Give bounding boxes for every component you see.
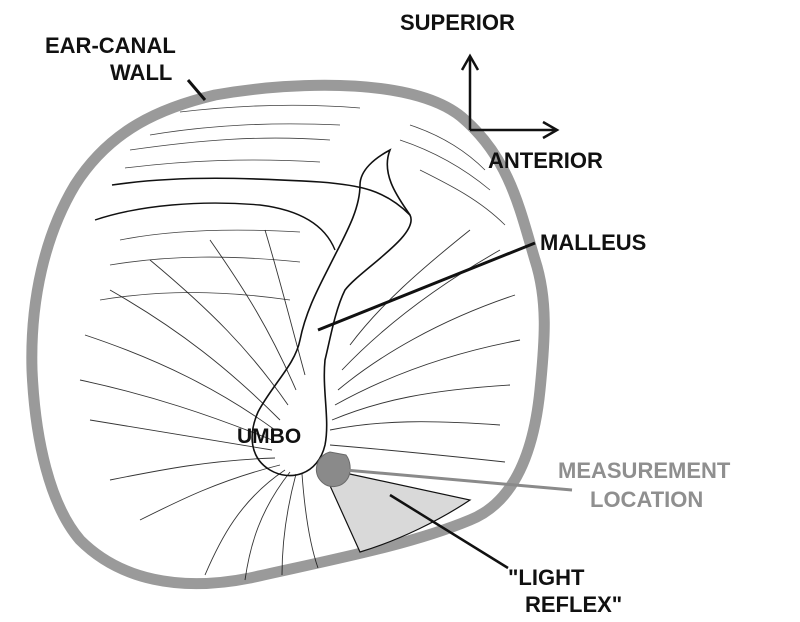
umbo-label: UMBO xyxy=(237,425,301,448)
light-reflex-label-line2: REFLEX" xyxy=(525,592,622,617)
ear-canal-label-line2: WALL xyxy=(110,60,172,85)
ear-canal-wall xyxy=(26,79,550,590)
superior-label: SUPERIOR xyxy=(400,10,515,35)
anterior-fold xyxy=(94,202,336,251)
malleus-leader xyxy=(317,241,536,332)
orientation-arrows xyxy=(460,53,560,140)
light-reflex-label-line1: "LIGHT xyxy=(508,565,585,590)
pars-flaccida-fold xyxy=(111,177,411,216)
measurement-leader xyxy=(344,468,573,492)
ear-canal-leader xyxy=(186,79,207,101)
light-reflex-region xyxy=(320,467,472,553)
light-reflex-leader xyxy=(389,493,509,570)
ear-canal-label-line1: EAR-CANAL xyxy=(45,33,176,58)
malleus-outline xyxy=(251,148,412,477)
measurement-location-label-line2: LOCATION xyxy=(590,487,703,512)
malleus-label: MALLEUS xyxy=(540,230,646,255)
measurement-location-marker xyxy=(315,451,351,487)
upper-striations xyxy=(99,104,506,301)
measurement-location-label-line1: MEASUREMENT xyxy=(558,458,731,483)
anterior-label: ANTERIOR xyxy=(488,148,603,173)
radial-fibers xyxy=(79,229,521,581)
